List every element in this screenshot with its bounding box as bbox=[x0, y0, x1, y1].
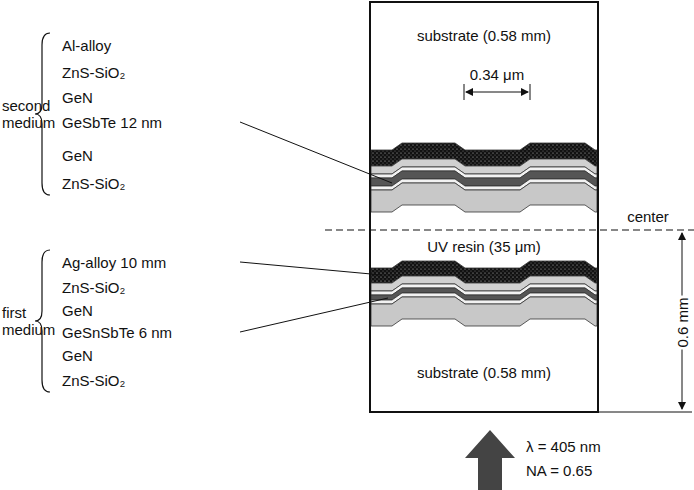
leader-line bbox=[240, 262, 382, 275]
pitch-arrow bbox=[466, 92, 528, 93]
layer-name: Ag-alloy 10 mm bbox=[62, 254, 166, 271]
tick bbox=[464, 84, 465, 100]
layer-name: ZnS-SiO₂ bbox=[62, 175, 125, 192]
layer-name: ZnS-SiO₂ bbox=[62, 279, 125, 296]
dimension: 0.6 mm bbox=[673, 295, 690, 349]
layer-name: GeN bbox=[62, 89, 93, 106]
layer-name: GeN bbox=[62, 302, 93, 319]
region-name: UV resin (35 μm) bbox=[427, 238, 541, 255]
region-name: substrate (0.58 mm) bbox=[417, 364, 551, 381]
group-name: second medium bbox=[2, 97, 62, 131]
region-name: substrate (0.58 mm) bbox=[417, 27, 551, 44]
leader-line bbox=[240, 122, 392, 183]
thin-film-layer bbox=[371, 183, 597, 212]
laser-spec: λ = 405 nm bbox=[526, 438, 601, 455]
layer-name: Al-alloy bbox=[62, 37, 111, 54]
line-name: center bbox=[627, 208, 669, 225]
layer-name: ZnS-SiO₂ bbox=[62, 372, 125, 389]
group-name: first medium bbox=[2, 304, 62, 338]
dimension: 0.34 μm bbox=[470, 66, 525, 83]
layer-name: GeN bbox=[62, 347, 93, 364]
thin-film-layer bbox=[371, 297, 597, 326]
extension-line bbox=[598, 412, 692, 413]
center-line bbox=[325, 229, 694, 230]
layer-stack bbox=[371, 143, 597, 326]
tick bbox=[530, 84, 531, 100]
layer-name: GeN bbox=[62, 147, 93, 164]
layer-name: ZnS-SiO₂ bbox=[62, 64, 125, 81]
layer-name: GeSnSbTe 6 nm bbox=[62, 324, 172, 341]
leader-line bbox=[240, 298, 388, 332]
disc-outline bbox=[370, 2, 598, 412]
laser-arrow bbox=[465, 430, 515, 490]
laser-spec: NA = 0.65 bbox=[526, 462, 592, 479]
layer-name: GeSbTe 12 nm bbox=[62, 114, 162, 131]
